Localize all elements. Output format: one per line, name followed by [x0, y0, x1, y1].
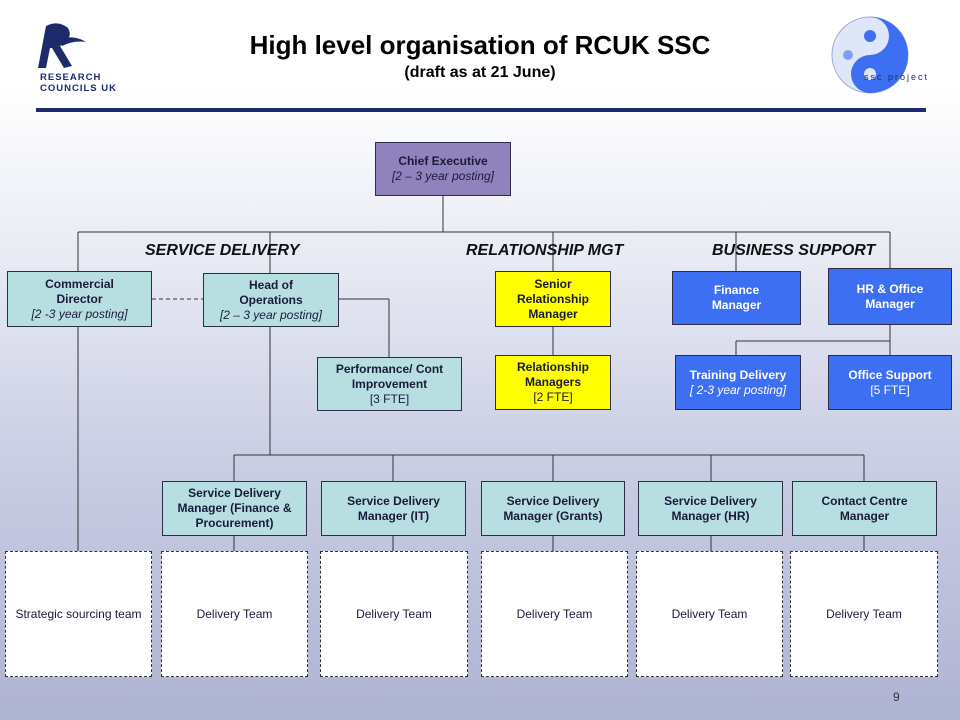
rcuk-wordmark-line2: COUNCILS UK: [40, 83, 117, 94]
office-support-note: [5 FTE]: [870, 382, 910, 397]
training-delivery-title: Training Delivery: [689, 367, 787, 382]
performance-improvement-note: [3 FTE]: [369, 391, 410, 406]
performance-improvement-title: Performance/ Cont Improvement: [335, 361, 444, 391]
page-subtitle: (draft as at 21 June): [404, 64, 556, 81]
sdm-grants-box: Service Delivery Manager (Grants): [481, 481, 625, 536]
sdm-grants-title: Service Delivery Manager (Grants): [503, 493, 603, 523]
section-service-delivery: SERVICE DELIVERY: [145, 242, 300, 259]
contact-centre-manager-title: Contact Centre Manager: [821, 493, 908, 523]
hr-office-manager-box: HR & Office Manager: [828, 268, 952, 325]
relationship-managers-box: Relationship Managers [2 FTE]: [495, 355, 611, 410]
page-number: 9: [893, 690, 900, 704]
section-business-support: BUSINESS SUPPORT: [712, 242, 876, 259]
team-label: Delivery Team: [671, 607, 748, 621]
head-of-operations-box: Head of Operations [2 – 3 year posting]: [203, 273, 339, 327]
finance-manager-box: Finance Manager: [672, 271, 801, 325]
chief-executive-title: Chief Executive: [398, 154, 488, 168]
team-box: Strategic sourcing team: [5, 551, 152, 677]
page-title: High level organisation of RCUK SSC: [249, 30, 711, 60]
rcuk-emblem-icon: [38, 23, 86, 68]
sdm-it-title: Service Delivery Manager (IT): [347, 493, 440, 523]
ssc-project-logo: ssc project: [830, 15, 930, 100]
team-label: Strategic sourcing team: [15, 607, 142, 621]
sdm-finance-title: Service Delivery Manager (Finance & Proc…: [177, 486, 292, 530]
sdm-it-box: Service Delivery Manager (IT): [321, 481, 466, 536]
team-box: Delivery Team: [790, 551, 938, 677]
commercial-director-title: Commercial Director: [45, 276, 114, 306]
head-of-operations-note: [2 – 3 year posting]: [219, 307, 323, 322]
contact-centre-manager-box: Contact Centre Manager: [792, 481, 937, 536]
team-label: Delivery Team: [516, 607, 593, 621]
header-rule: [36, 108, 926, 112]
ssc-caption: ssc project: [864, 72, 930, 82]
team-box: Delivery Team: [636, 551, 783, 677]
sdm-hr-title: Service Delivery Manager (HR): [664, 493, 757, 523]
office-support-box: Office Support [5 FTE]: [828, 355, 952, 410]
team-label: Delivery Team: [826, 607, 902, 621]
sdm-finance-box: Service Delivery Manager (Finance & Proc…: [162, 481, 307, 536]
training-delivery-box: Training Delivery [ 2-3 year posting]: [675, 355, 801, 410]
team-box: Delivery Team: [161, 551, 308, 677]
hr-office-manager-title: HR & Office Manager: [856, 281, 924, 311]
performance-improvement-box: Performance/ Cont Improvement [3 FTE]: [317, 357, 462, 411]
training-delivery-note: [ 2-3 year posting]: [689, 382, 787, 397]
relationship-managers-title: Relationship Managers: [516, 360, 589, 389]
head-of-operations-title: Head of Operations: [239, 277, 303, 307]
senior-relationship-manager-box: Senior Relationship Manager: [495, 271, 611, 327]
team-label: Delivery Team: [356, 607, 432, 621]
team-box: Delivery Team: [320, 551, 468, 677]
commercial-director-box: Commercial Director [2 -3 year posting]: [7, 271, 152, 327]
team-label: Delivery Team: [196, 607, 273, 621]
rcuk-wordmark-line1: RESEARCH: [40, 72, 102, 83]
commercial-director-note: [2 -3 year posting]: [31, 306, 128, 321]
rcuk-logo: RESEARCH COUNCILS UK: [28, 18, 128, 103]
section-relationship-mgt: RELATIONSHIP MGT: [466, 242, 624, 259]
yin-yang-icon: [831, 16, 909, 94]
chief-executive-box: Chief Executive [2 – 3 year posting]: [375, 142, 511, 196]
senior-relationship-manager-title: Senior Relationship Manager: [516, 276, 589, 321]
office-support-title: Office Support: [848, 367, 932, 382]
finance-manager-title: Finance Manager: [711, 283, 762, 312]
team-box: Delivery Team: [481, 551, 628, 677]
sdm-hr-box: Service Delivery Manager (HR): [638, 481, 783, 536]
chief-executive-note: [2 – 3 year posting]: [391, 169, 495, 183]
relationship-managers-note: [2 FTE]: [533, 390, 573, 404]
